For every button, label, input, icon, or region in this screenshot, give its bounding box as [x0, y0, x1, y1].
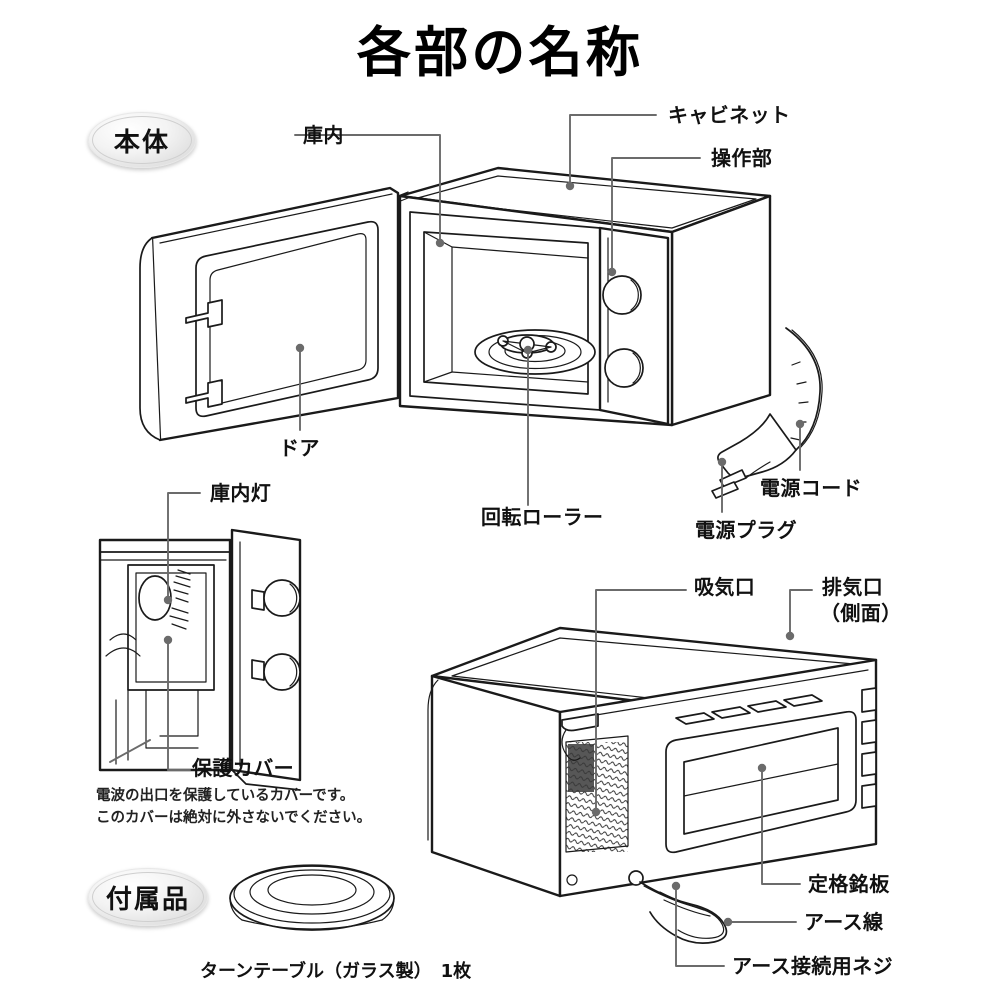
protective-cover-note-line-1: 電波の出口を保護しているカバーです。 — [96, 788, 355, 804]
protective-cover-note-line-2: このカバーは絶対に外さないでください。 — [96, 810, 372, 826]
label-control-panel: 操作部 — [711, 146, 773, 170]
leader-lines-detail — [109, 492, 201, 771]
badge-accessories: 付属品 — [88, 868, 208, 926]
main-unit-body — [139, 166, 823, 499]
power-cord — [785, 327, 823, 451]
label-interior-lamp: 庫内灯 — [210, 481, 272, 505]
rear-view-body — [427, 626, 878, 944]
label-power-cord: 電源コード — [760, 476, 862, 500]
control-panel — [598, 226, 670, 426]
leader-lines-rear — [591, 589, 813, 967]
label-exhaust-port-side: （側面） — [820, 601, 902, 625]
label-ground-wire: アース線 — [804, 910, 884, 934]
badge-accessories-label: 付属品 — [105, 884, 191, 915]
turntable-illustration — [229, 864, 395, 931]
label-interior: 庫内 — [303, 123, 344, 147]
label-ground-screw: アース接続用ネジ — [732, 954, 893, 978]
power-plug — [711, 413, 797, 499]
label-cabinet: キャビネット — [668, 103, 791, 127]
page-title: 各部の名称 — [356, 21, 644, 84]
door — [139, 186, 409, 442]
label-air-intake: 吸気口 — [694, 575, 756, 599]
label-protective-cover: 保護カバー — [192, 756, 294, 780]
ground-wire — [628, 870, 728, 944]
leader-lines-main — [294, 114, 805, 513]
caption-turntable: ターンテーブル（ガラス製） 1枚 — [200, 961, 472, 982]
badge-main-body: 本体 — [88, 112, 196, 168]
badge-main-body-label: 本体 — [113, 127, 171, 158]
detail-cavity-wall — [98, 528, 302, 791]
label-power-plug: 電源プラグ — [695, 518, 797, 542]
label-rating-plate: 定格銘板 — [808, 872, 890, 896]
label-door: ドア — [279, 436, 320, 460]
label-roller: 回転ローラー — [481, 505, 604, 529]
label-exhaust-port: 排気口 — [822, 575, 884, 599]
